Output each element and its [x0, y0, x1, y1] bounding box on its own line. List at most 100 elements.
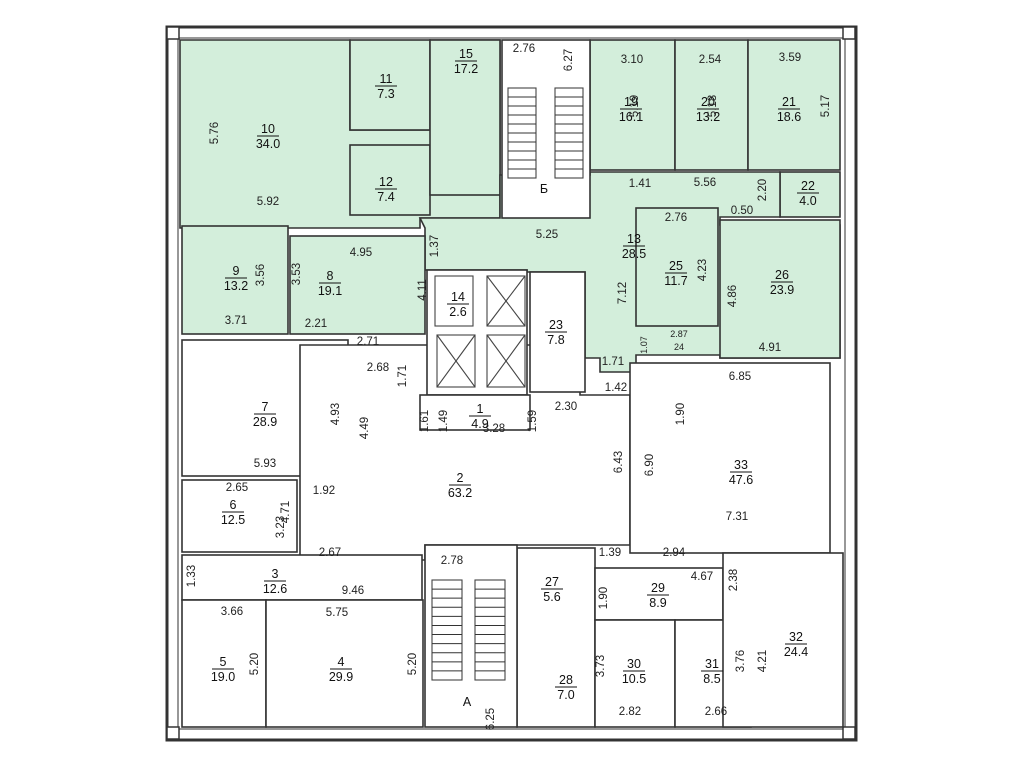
dimension-label: 1.71 — [397, 365, 409, 387]
dimension-label: 2.71 — [357, 336, 379, 348]
dimension-label: 1.61 — [419, 410, 431, 432]
room-area: 19.1 — [318, 284, 342, 298]
dimension-label: 6.25 — [485, 708, 497, 730]
dimension-label: 3.66 — [221, 606, 243, 618]
room-2-label: 263.2 — [448, 471, 472, 500]
dimension-label: 4.21 — [757, 650, 769, 672]
room-area: 7.0 — [557, 688, 574, 702]
room-number: 19 — [624, 95, 638, 109]
dimension-label: 3.59 — [779, 52, 801, 64]
room-area: 13.2 — [696, 110, 720, 124]
stair-a-label: А — [463, 695, 472, 709]
room-area: 23.9 — [770, 283, 794, 297]
room-area: 34.0 — [256, 137, 280, 151]
dimension-label: 3.73 — [595, 655, 607, 677]
dimension-label: 1.41 — [629, 178, 651, 190]
room-number: 28 — [559, 673, 573, 687]
dimension-label: 3.10 — [621, 54, 643, 66]
dimension-label: 5.25 — [536, 229, 558, 241]
dimension-label: 2.20 — [757, 179, 769, 201]
dimension-label: 4.67 — [691, 571, 713, 583]
room-14-label: 142.6 — [447, 290, 469, 319]
room-number: 1 — [477, 402, 484, 416]
dimension-label: 2.87 — [670, 329, 688, 339]
room-number: 13 — [627, 232, 641, 246]
room-9-label: 913.2 — [224, 264, 248, 293]
room-area: 10.5 — [622, 672, 646, 686]
room-number: 7 — [262, 400, 269, 414]
dimension-label: 4.11 — [417, 279, 429, 301]
dimension-label: 1.71 — [602, 356, 624, 368]
room-area: 19.0 — [211, 670, 235, 684]
dimension-label: 2.66 — [705, 706, 727, 718]
room-22-label: 224.0 — [797, 179, 819, 208]
room-area: 29.9 — [329, 670, 353, 684]
room-number: 31 — [705, 657, 719, 671]
dimension-label: 24 — [674, 342, 684, 352]
dimension-label: 2.78 — [441, 555, 463, 567]
room-area: 2.6 — [449, 305, 466, 319]
room-number: 26 — [775, 268, 789, 282]
dimension-label: 9.46 — [342, 585, 364, 597]
room-number: 23 — [549, 318, 563, 332]
dimension-label: 3.28 — [483, 423, 505, 435]
dimension-label: 5.17 — [820, 95, 832, 117]
room-number: 12 — [379, 175, 393, 189]
dimension-label: 4.95 — [350, 247, 372, 259]
white-rooms — [181, 39, 844, 728]
dimension-label: 2.54 — [699, 54, 722, 66]
room-number: 29 — [651, 581, 665, 595]
room-11-label: 117.3 — [375, 72, 397, 101]
room-area: 18.6 — [777, 110, 801, 124]
dimension-label: 2.68 — [367, 362, 389, 374]
dimension-label: 2.76 — [665, 212, 687, 224]
room-number: 5 — [220, 655, 227, 669]
room-number: 2 — [457, 471, 464, 485]
dimension-label: 6.27 — [563, 49, 575, 71]
dimension-label: 4.86 — [727, 285, 739, 307]
room-area: 8.9 — [649, 596, 666, 610]
room-area: 63.2 — [448, 486, 472, 500]
room-area: 4.9 — [471, 417, 488, 431]
room-number: 6 — [230, 498, 237, 512]
dimension-label: 4.91 — [759, 342, 781, 354]
dimension-label: 6.85 — [729, 371, 751, 383]
dimension-label: 4.23 — [697, 259, 709, 281]
room-area: 24.4 — [784, 645, 808, 659]
dimension-label: 2.65 — [226, 482, 248, 494]
room-12-label: 127.4 — [375, 175, 397, 204]
room-number: 8 — [327, 269, 334, 283]
dimension-label: 5.75 — [326, 607, 348, 619]
dimension-label: 3.71 — [225, 315, 247, 327]
room-28-label: 287.0 — [555, 673, 577, 702]
room-number: 20 — [701, 95, 715, 109]
dimension-label: 4.93 — [330, 403, 342, 425]
room-29-label: 298.9 — [647, 581, 669, 610]
dimension-label: 5.56 — [694, 177, 716, 189]
dimension-label: 5.92 — [257, 196, 279, 208]
dimension-label: 1.92 — [313, 485, 335, 497]
stair-labels: БА — [463, 182, 548, 709]
dimension-label: 1.42 — [605, 382, 627, 394]
dimension-label: 0.50 — [731, 205, 753, 217]
dimension-label: 1.49 — [438, 410, 450, 432]
room-6-label: 612.5 — [221, 498, 245, 527]
dimension-label: 7.12 — [617, 282, 629, 304]
room-area: 13.2 — [224, 279, 248, 293]
dimension-label: 2.38 — [728, 569, 740, 591]
dimension-label: 5.76 — [209, 122, 221, 144]
room-number: 25 — [669, 259, 683, 273]
room-number: 15 — [459, 47, 473, 61]
room-area: 12.5 — [221, 513, 245, 527]
room-27-label: 275.6 — [541, 575, 563, 604]
dimension-label: 5.18 — [707, 95, 719, 117]
room-number: 30 — [627, 657, 641, 671]
